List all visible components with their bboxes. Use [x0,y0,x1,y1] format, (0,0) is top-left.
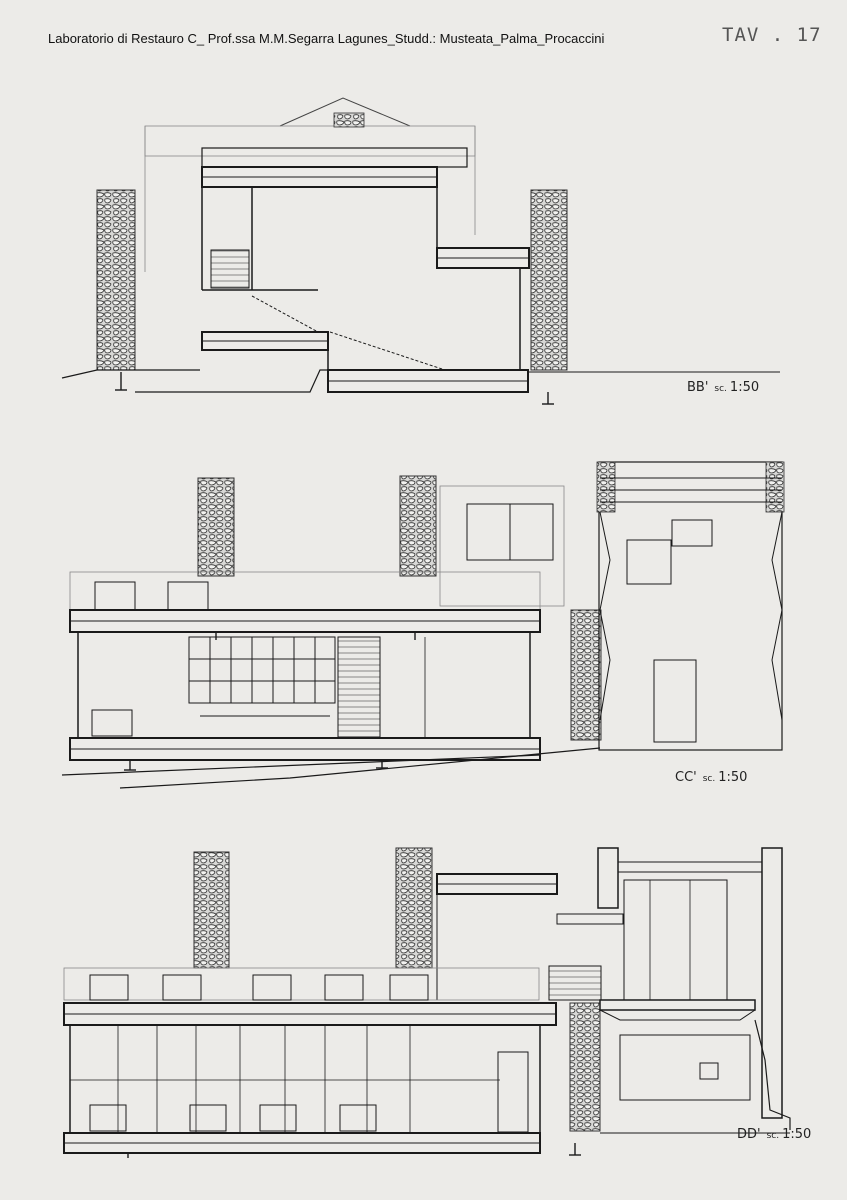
section-dd-drawing [63,847,791,1154]
section-cc-drawing [61,461,785,789]
section-bb-supports [115,372,554,405]
section-bb-label: BB' sc.1:50 [687,380,759,395]
section-cc-name: CC' [675,770,697,785]
section-bb-scale-prefix: sc. [714,384,727,394]
section-dd-name: DD' [737,1127,761,1142]
section-cc-supports [124,632,416,771]
section-dd-supports [127,1143,581,1158]
section-bb-name: BB' [687,380,709,395]
section-cc-label: CC' sc.1:50 [675,770,747,785]
section-cc-scale: 1:50 [718,770,748,785]
section-dd-scale: 1:50 [782,1127,812,1142]
section-dd-scale-prefix: sc. [766,1131,780,1141]
section-bb-drawing [61,97,780,393]
section-cc-scale-prefix: sc. [702,774,716,784]
section-bb-scale: 1:50 [729,380,760,395]
section-dd-label: DD' sc.1:50 [737,1127,811,1142]
sheet-header-title: Laboratorio di Restauro C_ Prof.ssa M.M.… [48,31,605,46]
sheet-number: TAV . 17 [722,24,822,46]
